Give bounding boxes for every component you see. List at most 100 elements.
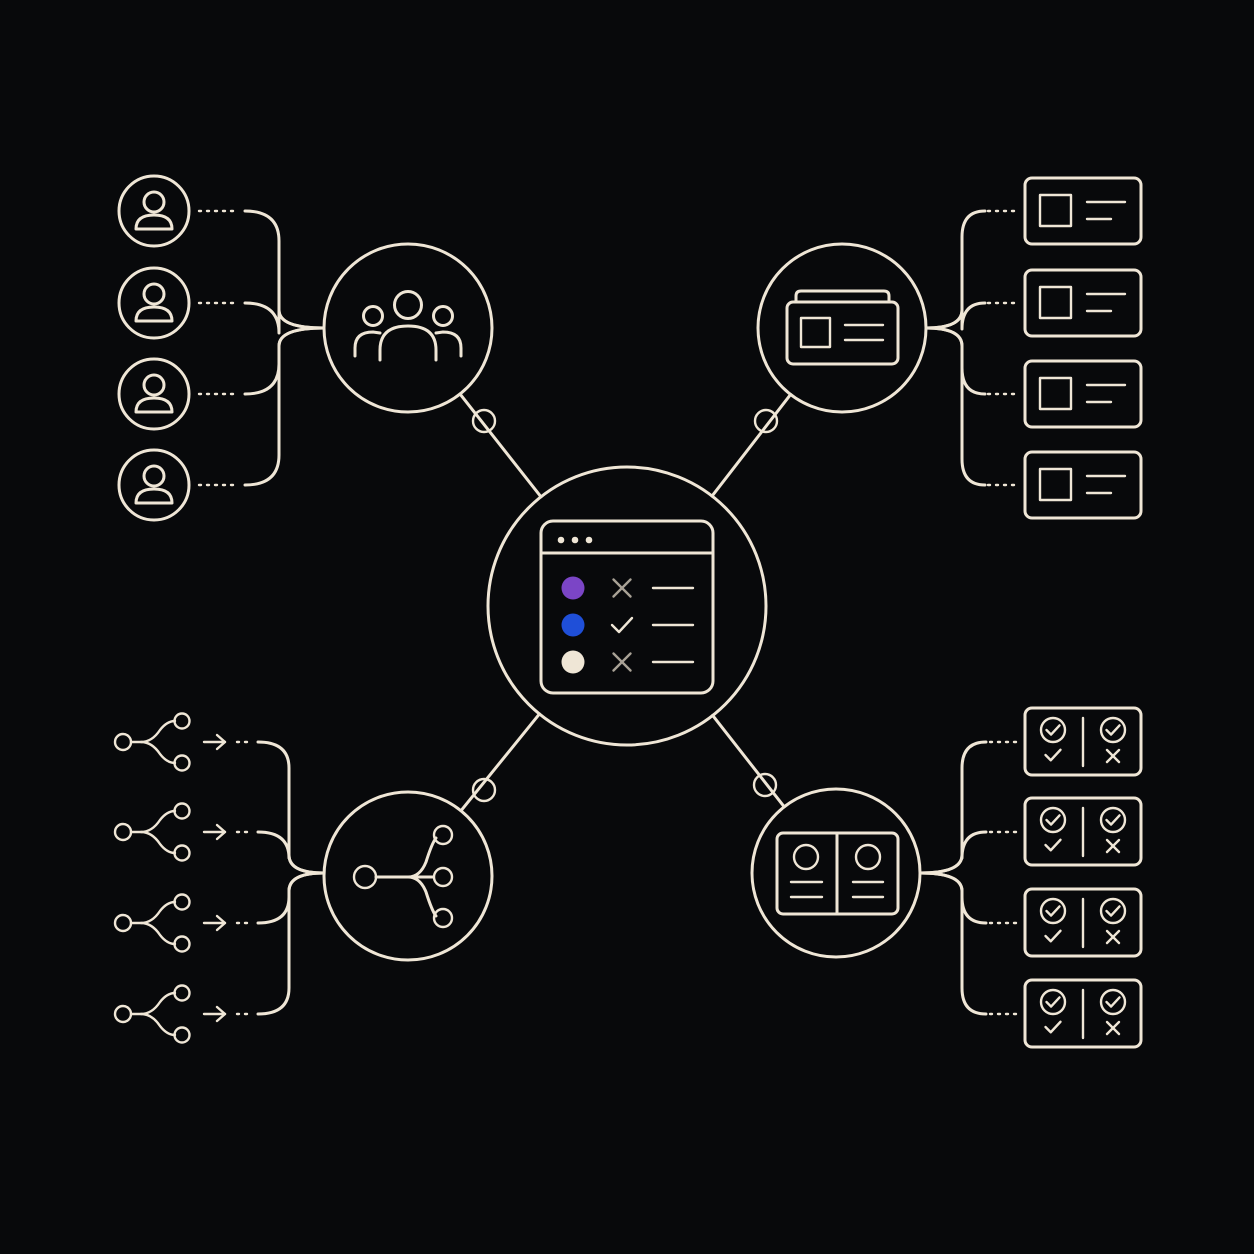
window-control-dot [571, 536, 579, 544]
tree-link [243, 326, 326, 487]
flow-node [432, 824, 454, 846]
card-swatch [1038, 285, 1073, 320]
compare-leaf [918, 796, 1143, 875]
connector-node-cards [753, 408, 779, 434]
user-body [134, 487, 174, 505]
card-swatch [1038, 376, 1073, 411]
check-badge-left [1039, 897, 1067, 925]
branch-node [173, 1026, 191, 1044]
cross-icon [612, 578, 632, 598]
card-leaf [924, 326, 1143, 520]
checklist-row [561, 650, 695, 674]
checklist-row [561, 613, 695, 637]
check-compare-icon [1039, 897, 1127, 949]
check-badge-left [1039, 716, 1067, 744]
tree-link [256, 871, 326, 1016]
branch-circle-flows [322, 790, 494, 962]
connector-node-compare [752, 772, 778, 798]
arrow-right-icon [202, 823, 227, 841]
group-head-center [393, 290, 423, 320]
branch-node [173, 802, 191, 820]
check-badge-right [1099, 806, 1127, 834]
check-badge-right [1099, 716, 1127, 744]
status-dot [561, 613, 585, 637]
compare-frame [1023, 706, 1143, 777]
connector-cards [710, 392, 793, 498]
check-compare-icon [1039, 716, 1127, 768]
check-icon [1044, 748, 1062, 762]
leaf-layer [113, 174, 1143, 1049]
compare-frame [1023, 796, 1143, 867]
arrow-right-icon [202, 914, 227, 932]
branch-node [173, 984, 191, 1002]
check-icon [1044, 838, 1062, 852]
compare-leaf [918, 706, 1143, 875]
connector-users [458, 392, 543, 499]
compare-leaf [918, 871, 1143, 1049]
user-icon [134, 464, 174, 505]
flow-leaf [113, 802, 326, 875]
branch-icon [113, 712, 191, 772]
user-icon [134, 282, 174, 323]
cross-icon [1105, 748, 1121, 764]
branch-lower [139, 830, 177, 855]
user-leaf [117, 326, 326, 522]
user-body [134, 305, 174, 323]
checklist-row [561, 576, 695, 600]
group-body-right [434, 330, 463, 358]
check-icon [1045, 724, 1061, 736]
branch-root-node [113, 732, 133, 752]
card-stack-front [785, 300, 900, 366]
branch-node [173, 935, 191, 953]
connector-layer [458, 392, 793, 813]
user-circle [117, 266, 191, 340]
group-head-right [432, 305, 454, 327]
connector-node-flows [471, 777, 497, 803]
window-control-dot [585, 536, 593, 544]
user-body [134, 396, 174, 414]
tree-link [924, 326, 987, 487]
check-icon [1045, 905, 1061, 917]
branch-node [173, 844, 191, 862]
branch-icon [113, 984, 191, 1044]
profile-left-avatar [792, 843, 820, 871]
user-icon [134, 373, 174, 414]
flow-leaf [113, 871, 326, 1044]
status-dot [561, 576, 585, 600]
card-icon [1038, 193, 1127, 228]
compare-frame [1023, 887, 1143, 958]
user-head [142, 464, 166, 488]
branch-root-node [113, 913, 133, 933]
check-icon [1044, 929, 1062, 943]
card-icon [1038, 467, 1127, 502]
check-icon [1045, 814, 1061, 826]
branch-node [173, 712, 191, 730]
card-frame [1023, 359, 1143, 429]
branch-lower [139, 1012, 177, 1037]
user-circle [117, 357, 191, 431]
tree-link [918, 830, 988, 875]
tree-link [243, 301, 326, 335]
user-icon [134, 190, 174, 231]
group-head-left [362, 305, 384, 327]
check-badge-left [1039, 988, 1067, 1016]
branch-node [173, 754, 191, 772]
branch-root-node [113, 822, 133, 842]
branching-flow-icon [352, 824, 454, 929]
cross-icon [1105, 1020, 1121, 1036]
tree-link [924, 301, 987, 331]
check-icon [1105, 996, 1121, 1008]
check-icon [1105, 814, 1121, 826]
cross-icon [1105, 929, 1121, 945]
card-stack-icon [785, 289, 900, 366]
profile-right-avatar [854, 843, 882, 871]
hub-layer [486, 465, 768, 747]
check-icon [1044, 1020, 1062, 1034]
hub-circle [486, 465, 768, 747]
check-badge-left [1039, 806, 1067, 834]
check-icon [1105, 905, 1121, 917]
window-control-dot [557, 536, 565, 544]
check-icon [1105, 724, 1121, 736]
branch-lower [139, 921, 177, 946]
group-body-center [378, 324, 438, 362]
